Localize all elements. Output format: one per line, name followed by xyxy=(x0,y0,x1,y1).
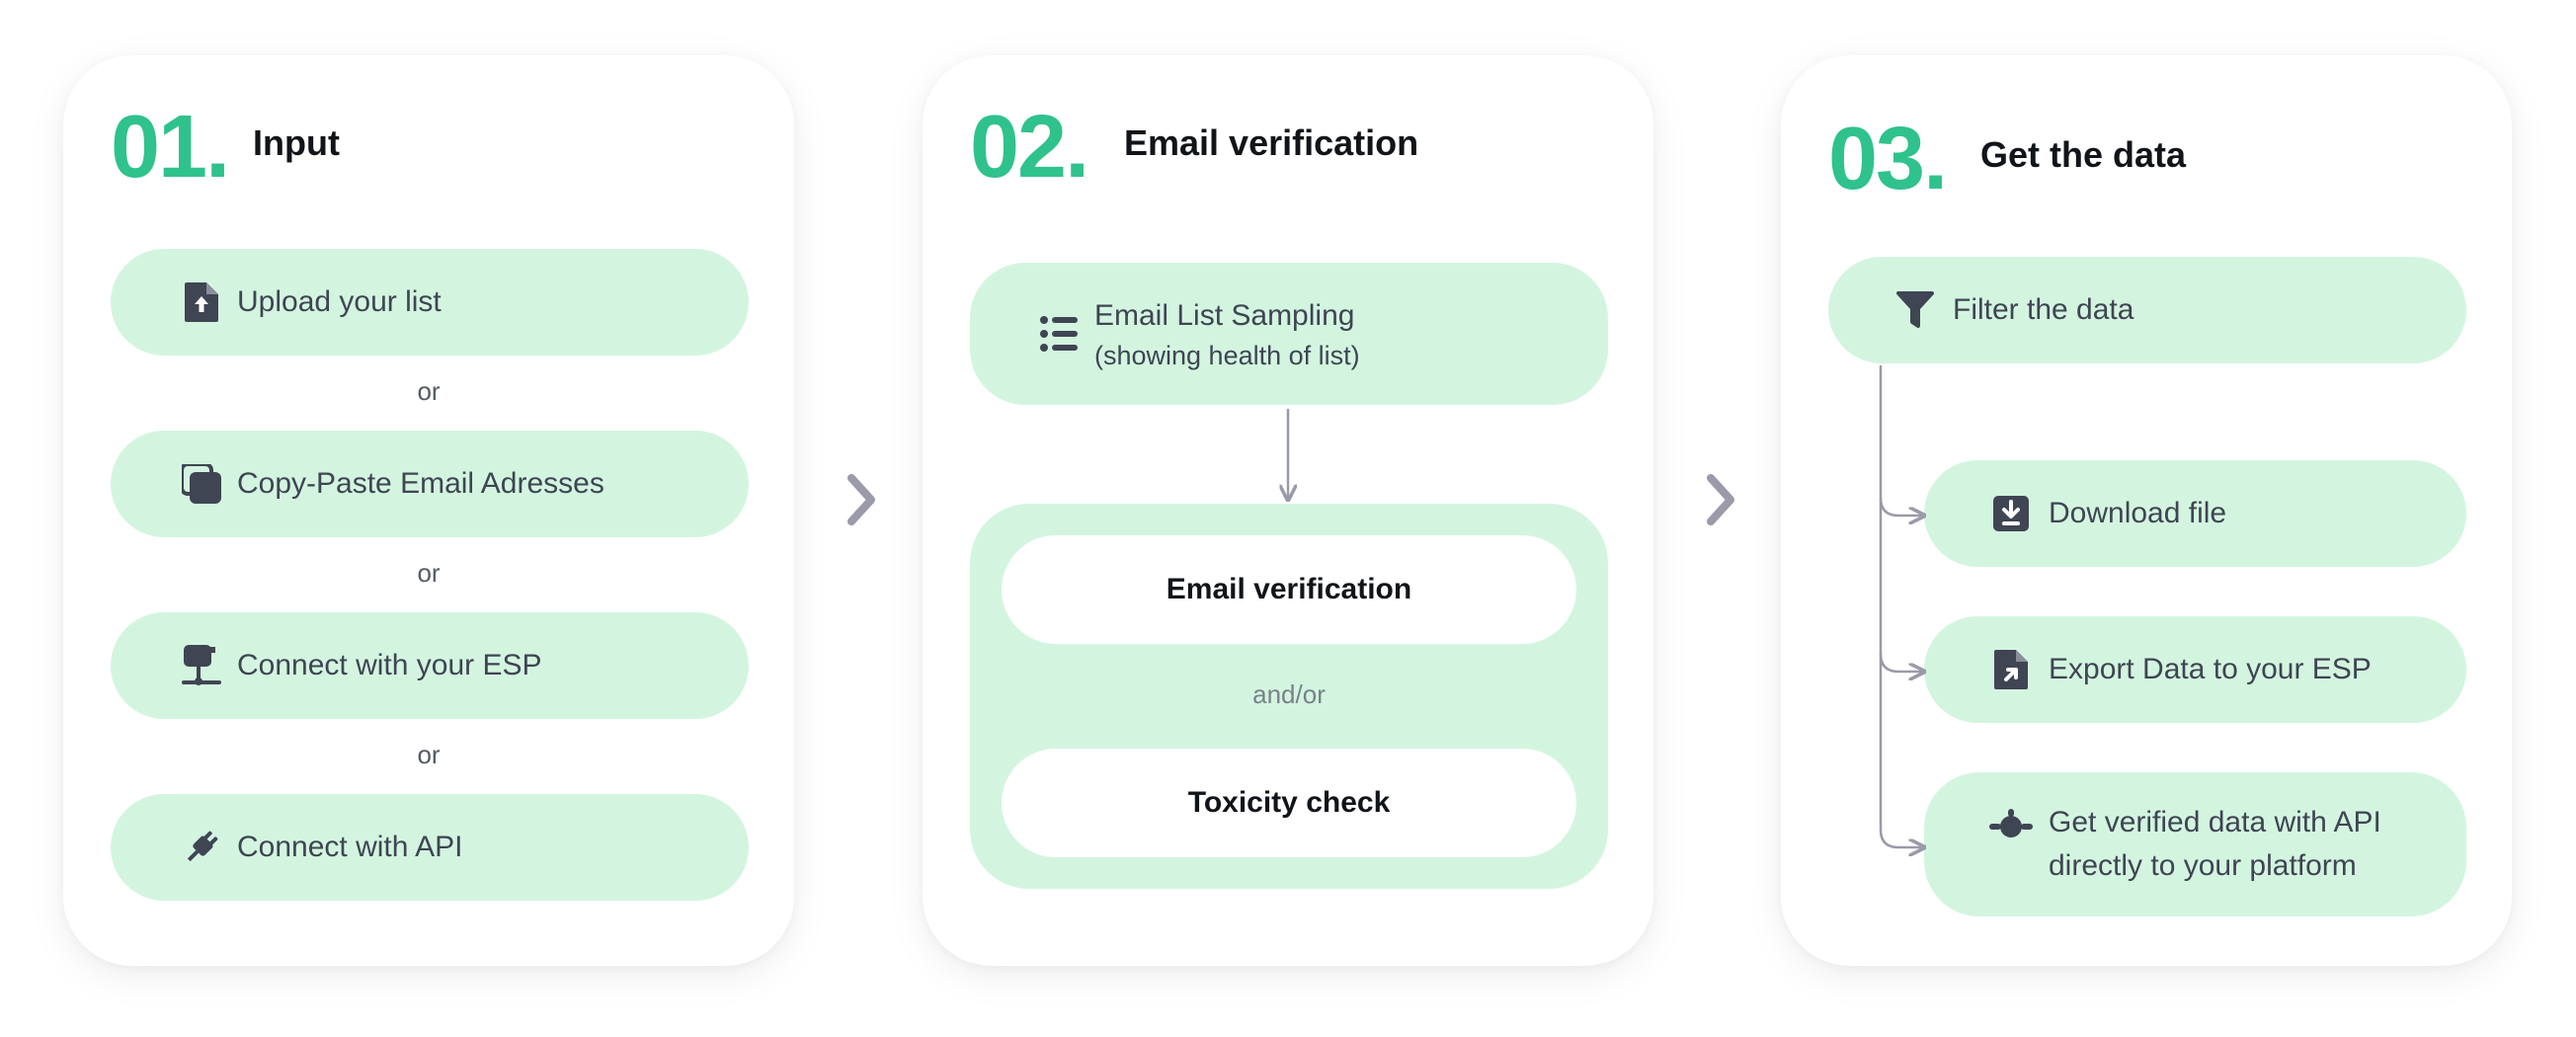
step-number: 03. xyxy=(1828,110,1948,208)
option-label: Copy-Paste Email Adresses xyxy=(237,467,604,500)
or-separator: or xyxy=(417,740,441,769)
or-separator: or xyxy=(417,558,441,588)
step-number: 01. xyxy=(111,98,230,197)
filter-icon xyxy=(1893,288,1937,332)
option-label-line2: directly to your platform xyxy=(2049,849,2357,882)
email-verification-check[interactable]: Email verification xyxy=(1002,535,1576,644)
api-icon xyxy=(1989,805,2033,848)
copy-paste-button[interactable]: Copy-Paste Email Adresses xyxy=(111,431,749,537)
option-label: Download file xyxy=(2049,497,2227,529)
verification-checks-group: Email verification and/or Toxicity check xyxy=(970,504,1608,889)
step-card-email-verification: 02. Email verification Email List Sampli… xyxy=(923,55,1653,966)
option-label: Filter the data xyxy=(1953,293,2134,326)
download-file-button[interactable]: Download file xyxy=(1924,460,2466,567)
chevron-right-icon xyxy=(1707,474,1734,525)
download-icon xyxy=(1989,492,2033,535)
filter-data-button[interactable]: Filter the data xyxy=(1828,257,2466,363)
option-label: Connect with your ESP xyxy=(237,649,542,681)
step-card-input: 01. Input Upload your list or Copy-Paste… xyxy=(63,55,794,966)
or-separator: or xyxy=(417,376,441,406)
sampling-sublabel: (showing health of list) xyxy=(1094,340,1360,370)
step-title: Input xyxy=(253,122,340,163)
chevron-right-icon xyxy=(847,474,875,525)
export-file-icon xyxy=(1989,648,2033,691)
step-card-get-data: 03. Get the data Filter the data Downloa… xyxy=(1781,55,2512,966)
api-data-button[interactable]: Get verified data with API directly to y… xyxy=(1924,772,2466,917)
list-icon xyxy=(1037,312,1081,356)
sampling-label: Email List Sampling xyxy=(1094,298,1355,332)
option-label-line1: Get verified data with API xyxy=(2049,806,2381,838)
export-esp-button[interactable]: Export Data to your ESP xyxy=(1924,616,2466,723)
and-or-separator: and/or xyxy=(1252,679,1326,709)
connect-api-button[interactable]: Connect with API xyxy=(111,794,749,901)
mailbox-icon xyxy=(180,644,223,687)
toxicity-check[interactable]: Toxicity check xyxy=(1002,749,1576,857)
upload-list-button[interactable]: Upload your list xyxy=(111,249,749,356)
step-number: 02. xyxy=(970,98,1089,197)
file-upload-icon xyxy=(180,280,223,324)
plug-icon xyxy=(180,826,223,869)
option-label: Export Data to your ESP xyxy=(2049,653,2372,685)
option-label: Connect with API xyxy=(237,831,463,863)
email-list-sampling-step[interactable]: Email List Sampling (showing health of l… xyxy=(970,263,1608,405)
connect-esp-button[interactable]: Connect with your ESP xyxy=(111,612,749,719)
step-title: Email verification xyxy=(1124,122,1419,163)
option-label: Upload your list xyxy=(237,285,442,318)
step-title: Get the data xyxy=(1980,134,2187,175)
copy-icon xyxy=(180,462,223,506)
